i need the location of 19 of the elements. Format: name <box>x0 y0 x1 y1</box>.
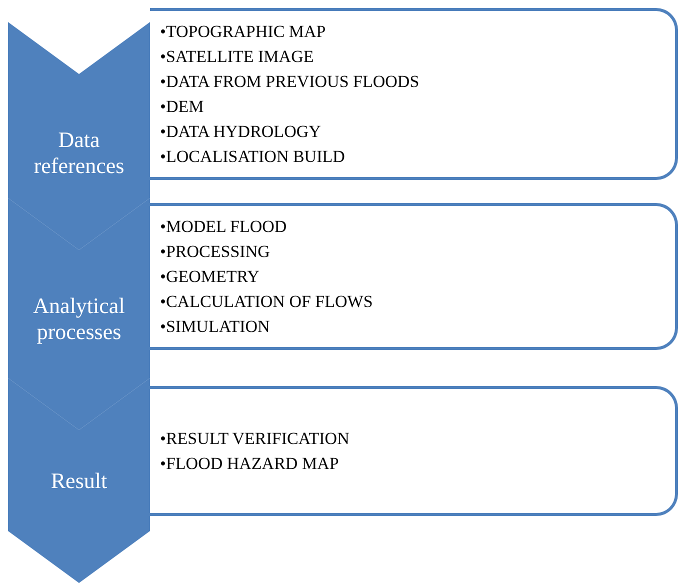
bullet-item: •DATA HYDROLOGY <box>160 121 322 143</box>
bullet-item: •DATA FROM PREVIOUS FLOODS <box>160 71 420 93</box>
content-panel <box>150 8 678 180</box>
content-panel <box>150 203 678 350</box>
bullet-item: •GEOMETRY <box>160 266 260 288</box>
bullet-item: •LOCALISATION BUILD <box>160 146 346 168</box>
bullet-item: •SATELLITE IMAGE <box>160 46 315 68</box>
bullet-item: •RESULT VERIFICATION <box>160 428 350 450</box>
bullet-item: •CALCULATION OF FLOWS <box>160 291 374 313</box>
stage-label: Result <box>50 468 108 494</box>
content-panel <box>150 386 678 516</box>
bullet-item: •SIMULATION <box>160 316 271 338</box>
stage-label: Data references <box>32 127 126 180</box>
bullet-item: •DEM <box>160 96 205 118</box>
stage-label: Analytical processes <box>32 293 126 346</box>
bullet-item: •TOPOGRAPHIC MAP <box>160 21 327 43</box>
bullet-item: •PROCESSING <box>160 241 271 263</box>
bullet-item: •MODEL FLOOD <box>160 216 288 238</box>
bullet-item: •FLOOD HAZARD MAP <box>160 453 340 475</box>
